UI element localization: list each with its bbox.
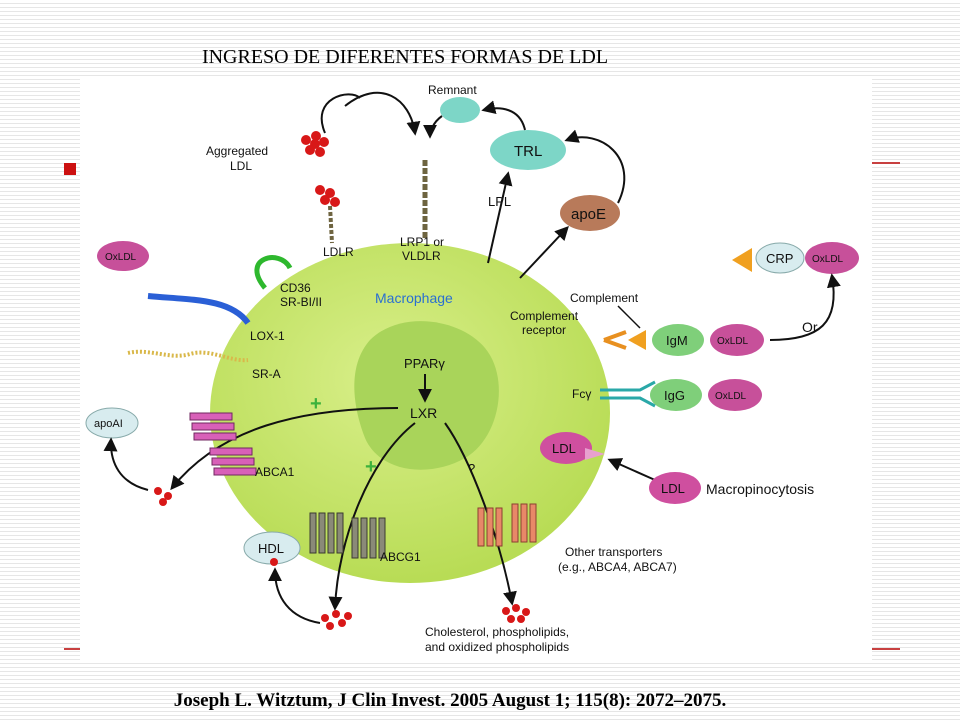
- oxldl-label-crp: OxLDL: [812, 254, 844, 265]
- abca1-lipid-dots: [154, 487, 172, 506]
- abcg1-lipid-dots: [321, 610, 352, 630]
- trl-particle: [490, 130, 566, 170]
- question-mark: ?: [468, 461, 475, 476]
- cd36-receptor: [254, 255, 293, 290]
- aggregated-ldl-label-1: Aggregated: [206, 144, 268, 158]
- crp-particle: [755, 242, 805, 274]
- lox1-label: LOX-1: [250, 329, 285, 343]
- igg-particle: [650, 379, 702, 411]
- oxldl-particle-crp: [805, 242, 859, 274]
- ldl-particle-inner: [540, 432, 592, 464]
- fcy-label: Fcγ: [572, 387, 591, 401]
- or-label: Or: [802, 319, 818, 335]
- crp-pentamer-icon: [732, 248, 752, 272]
- cd36-label-2: SR-BI/II: [280, 295, 322, 309]
- sra-receptor: [127, 349, 249, 363]
- ldl-label-outer: LDL: [661, 481, 685, 496]
- diagram-panel: Macrophage PPARγ LXR + + ? Remnant TRL a…: [80, 78, 872, 660]
- ldlr-receptor: [328, 205, 334, 244]
- sra-label: SR-A: [252, 367, 281, 381]
- ldl-particle-outer: [649, 472, 701, 504]
- decor-line: [64, 648, 80, 650]
- igm-label: IgM: [666, 333, 688, 348]
- hdl-label: HDL: [258, 541, 284, 556]
- cd36-label-1: CD36: [280, 281, 311, 295]
- lrp1-uptake-arrow: [344, 91, 421, 136]
- plus-sign-abca1: +: [310, 393, 322, 415]
- apoe-label: apoE: [571, 206, 606, 223]
- complement-label: Complement: [570, 291, 639, 305]
- igm-particle: [652, 324, 704, 356]
- abca1-label: ABCA1: [255, 465, 295, 479]
- ldl-to-receptor-arrow: [320, 93, 361, 134]
- apoe-particle: [560, 195, 620, 231]
- lxr-label: LXR: [410, 405, 437, 421]
- other-lipid-dots: [502, 604, 530, 623]
- lrp1-label-1: LRP1 or: [400, 235, 444, 249]
- lxr-to-abca1-arrow: [170, 407, 399, 491]
- nucleus: [354, 321, 499, 470]
- fcy-receptor-icon: [600, 380, 656, 408]
- apoe-to-trl-arrow: [564, 129, 626, 204]
- ppar-label: PPARγ: [404, 356, 445, 371]
- oxldl-label-left: OxLDL: [105, 252, 137, 263]
- aggregated-ldl-cluster: [301, 131, 329, 157]
- slide-title: INGRESO DE DIFERENTES FORMAS DE LDL: [201, 46, 609, 68]
- lrp1-label-2: VLDLR: [402, 249, 441, 263]
- remnant-particle: [440, 97, 480, 123]
- hdl-core-dot: [270, 558, 278, 566]
- macropinocytosis-label: Macropinocytosis: [706, 481, 814, 497]
- other-transporter: [477, 503, 537, 547]
- complement-receptor-label-2: receptor: [522, 323, 566, 337]
- macropinocytosis-arrow: [607, 458, 656, 481]
- complement-receptor-icon: [603, 330, 627, 350]
- complement-receptor-label-1: Complement: [510, 309, 579, 323]
- lpl-label: LPL: [488, 194, 511, 209]
- cholesterol-label-1: Cholesterol, phospholipids,: [425, 625, 569, 639]
- trl-label: TRL: [514, 143, 542, 160]
- oxldl-particle-igg: [708, 379, 762, 411]
- oxldl-particle-igm: [710, 324, 764, 356]
- remnant-label: Remnant: [428, 83, 477, 97]
- crp-label: CRP: [766, 251, 793, 266]
- cholesterol-label-2: and oxidized phospholipids: [425, 640, 569, 654]
- oxldl-particle-left: [97, 241, 149, 271]
- complement-triangle-icon: [628, 330, 646, 350]
- oxldl-label-igm: OxLDL: [717, 336, 749, 347]
- abca1-transporter: [189, 412, 257, 476]
- trl-to-remnant-arrow: [481, 100, 526, 131]
- remnant-to-lrp1-arrow: [423, 115, 443, 139]
- bullet-square: [64, 163, 76, 175]
- igg-label: IgG: [664, 388, 685, 403]
- lipid-to-hdl-arrow: [268, 567, 321, 624]
- oxldl-label-igg: OxLDL: [715, 391, 747, 402]
- lxr-to-other-arrow: [444, 422, 517, 606]
- or-path-arrow: [769, 273, 841, 341]
- lipid-to-apoai-arrow: [103, 437, 149, 491]
- ldl-uptake-smear: [585, 448, 605, 460]
- cell-label: Macrophage: [375, 290, 453, 306]
- plus-sign-abcg1: +: [365, 456, 377, 478]
- other-transporters-label-1: Other transporters: [565, 545, 662, 559]
- abcg1-transporter: [309, 512, 386, 559]
- lox1-receptor: [147, 293, 251, 325]
- abcg1-label: ABCG1: [380, 550, 421, 564]
- macrophage-diagram: Macrophage PPARγ LXR + + ? Remnant TRL a…: [85, 83, 859, 654]
- decor-line: [872, 648, 900, 650]
- decor-line: [872, 162, 900, 164]
- other-transporters-label-2: (e.g., ABCA4, ABCA7): [558, 560, 677, 574]
- citation: Joseph L. Witztum, J Clin Invest. 2005 A…: [173, 690, 727, 711]
- aggregated-ldl-label-2: LDL: [230, 159, 252, 173]
- lpl-arrow: [487, 171, 513, 264]
- apoai-label: apoAI: [94, 418, 123, 430]
- ldl-label-inner: LDL: [552, 441, 576, 456]
- cell-to-apoe-arrow: [519, 225, 569, 279]
- ldlr-label: LDLR: [323, 245, 354, 259]
- ldlr-bound-ldl: [315, 185, 340, 207]
- complement-pointer: [617, 305, 641, 329]
- lxr-to-abcg1-arrow: [328, 422, 416, 611]
